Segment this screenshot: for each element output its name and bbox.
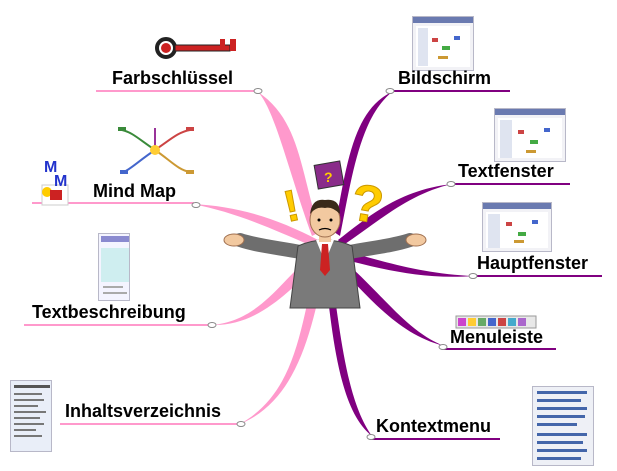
label-menuleiste[interactable]: Menuleiste xyxy=(450,327,544,347)
branch-mindmap-stroke xyxy=(192,204,318,246)
svg-text:M: M xyxy=(54,173,67,190)
node-bildschirm xyxy=(385,88,395,94)
svg-text:M: M xyxy=(44,159,57,176)
svg-text:?: ? xyxy=(324,169,333,185)
screen-thumbnail xyxy=(412,16,474,71)
confused-businessman-icon xyxy=(223,199,427,309)
key-icon xyxy=(155,37,236,59)
branch-menuleiste-stroke xyxy=(334,256,444,346)
menubar-thumbnail xyxy=(455,315,537,329)
toc-thumbnail xyxy=(10,380,52,452)
label-kontextmenu[interactable]: Kontextmenu xyxy=(376,416,492,436)
branch-textfenster-stroke xyxy=(338,184,452,246)
label-hauptfenster[interactable]: Hauptfenster xyxy=(477,253,589,273)
help-book-icon: ? xyxy=(313,160,345,190)
node-inhaltsverzeichnis xyxy=(236,421,246,427)
branch-hauptfenster-stroke xyxy=(338,250,474,277)
mainwindow-thumbnail xyxy=(482,202,552,252)
node-menuleiste xyxy=(438,344,448,350)
mindmap-sketch-icon xyxy=(118,127,194,174)
question-mark: ? xyxy=(346,173,387,236)
textwindow-thumbnail xyxy=(494,108,566,162)
label-farbschluessel[interactable]: Farbschlüssel xyxy=(112,68,234,88)
mindmap-logo-icon: M M xyxy=(41,159,69,206)
label-textfenster[interactable]: Textfenster xyxy=(458,161,554,181)
node-farbschluessel xyxy=(253,88,263,94)
label-inhaltsverzeichnis[interactable]: Inhaltsverzeichnis xyxy=(65,401,222,421)
node-mindmap xyxy=(191,202,201,208)
contextmenu-thumbnail xyxy=(532,386,594,466)
text-panel-thumbnail xyxy=(98,233,130,301)
label-mind-map[interactable]: Mind Map xyxy=(93,181,176,201)
node-hauptfenster xyxy=(468,273,478,279)
node-textbeschreibung xyxy=(207,322,217,328)
label-textbeschreibung[interactable]: Textbeschreibung xyxy=(32,302,186,322)
node-kontextmenu xyxy=(366,434,376,440)
branch-farbschluessel-stroke xyxy=(258,92,320,236)
node-textfenster xyxy=(446,181,456,187)
label-bildschirm[interactable]: Bildschirm xyxy=(398,68,492,88)
branch-nodes xyxy=(191,88,478,440)
